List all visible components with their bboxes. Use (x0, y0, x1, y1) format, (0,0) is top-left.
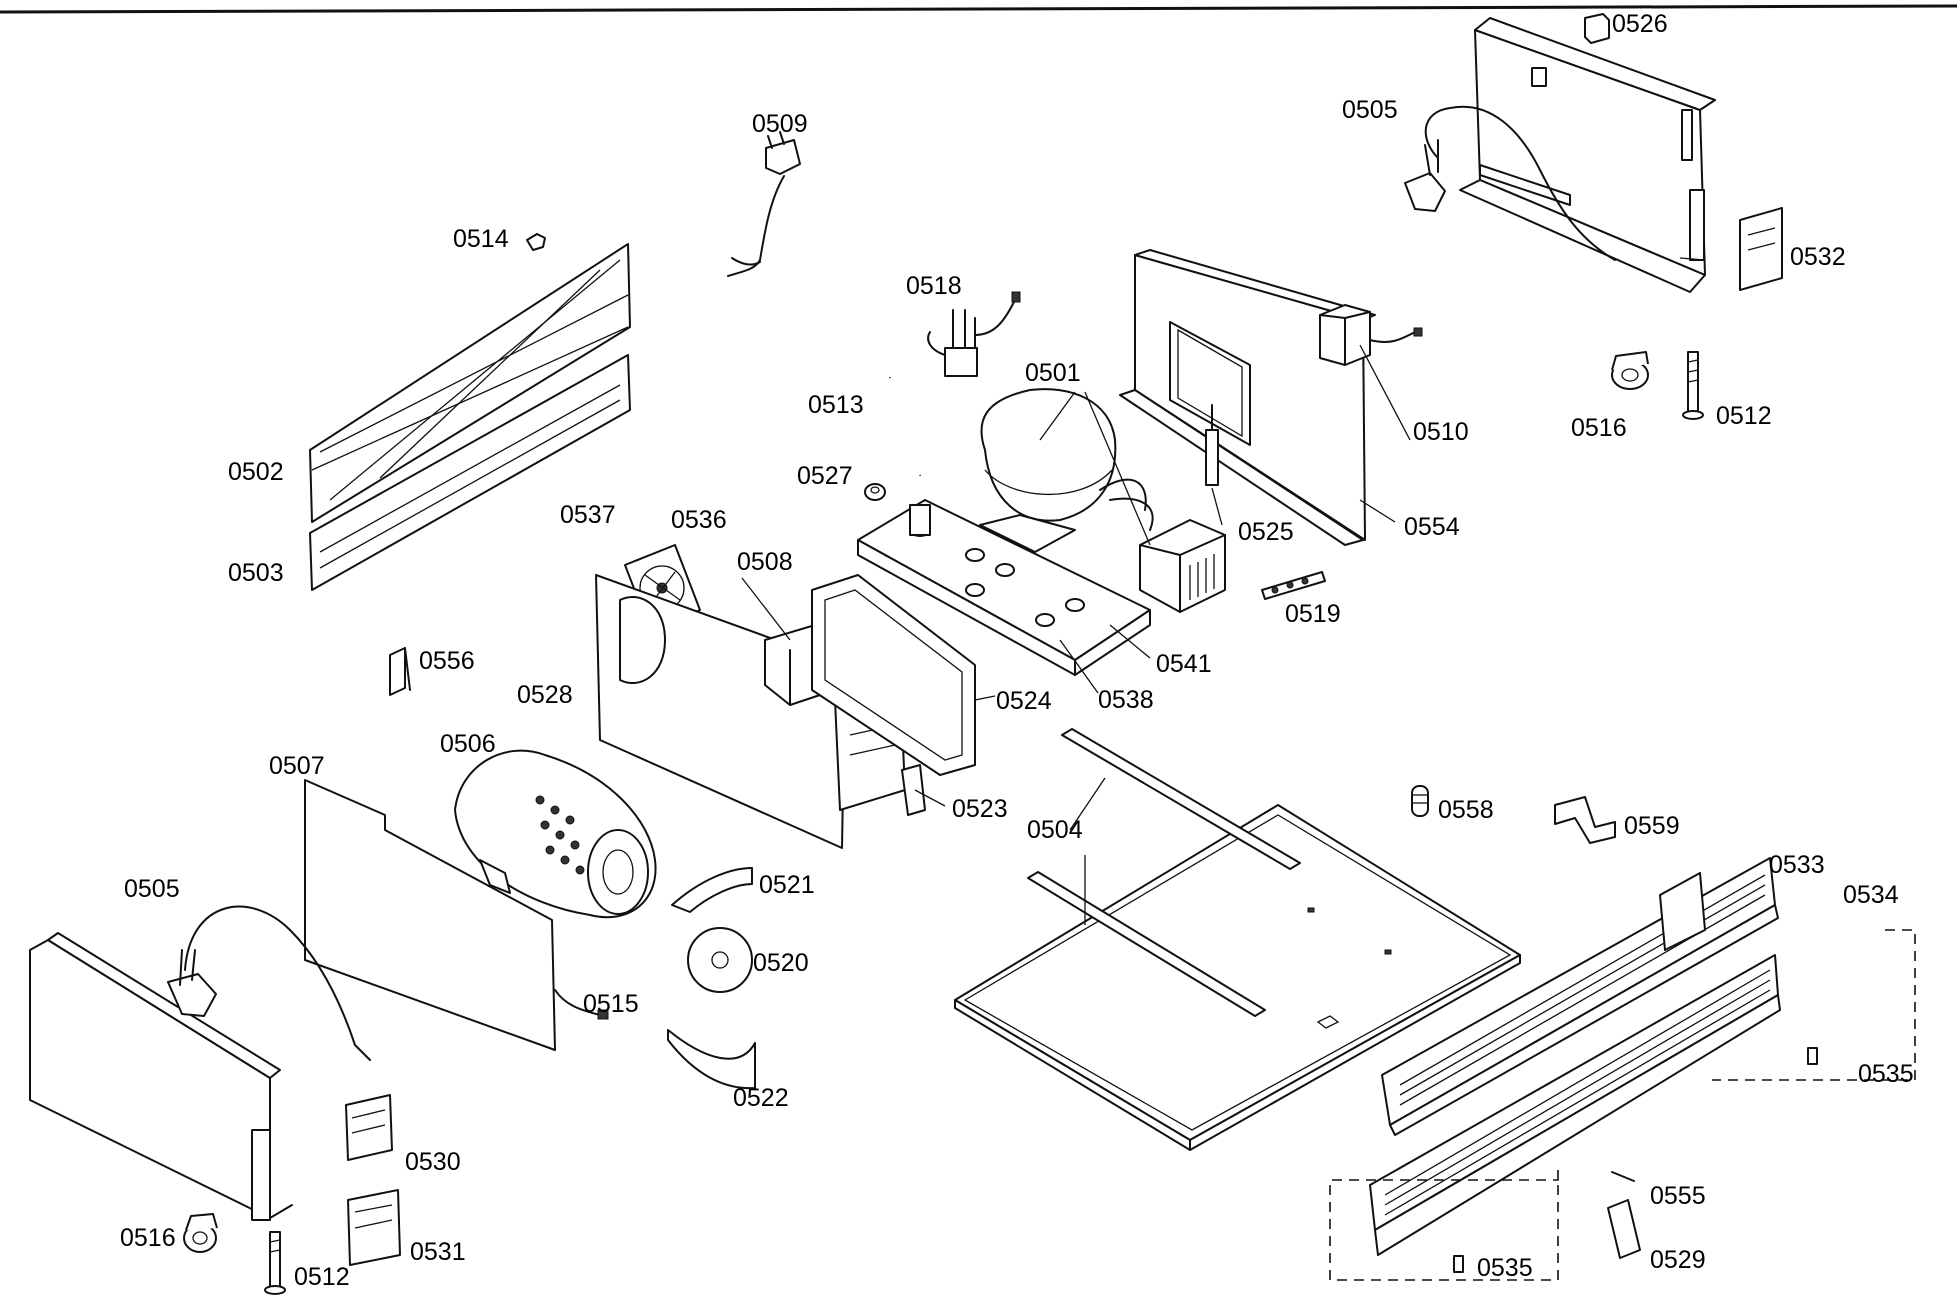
part-label-0522: 0522 (733, 1084, 789, 1112)
part-label-0554: 0554 (1404, 513, 1460, 541)
part-0522-shroud-bottom (667, 1029, 756, 1090)
part-label-0520: 0520 (753, 949, 809, 977)
top-border (0, 4, 1957, 14)
part-label-0529: 0529 (1650, 1246, 1706, 1274)
part-0504-base-tray (954, 728, 1521, 1151)
part-0515-wire (554, 989, 609, 1020)
part-label-0507: 0507 (269, 752, 325, 780)
part-0541-cover (1139, 519, 1226, 613)
part-label-0521: 0521 (759, 871, 815, 899)
part-0523-bracket (901, 764, 926, 816)
part-labels: 0526 0505 0509 0514 0532 0518 0501 0513 0510 0516… (120, 10, 1914, 1291)
part-0513-hose (886, 377, 924, 477)
part-label-0556: 0556 (419, 647, 475, 675)
part-label-0518: 0518 (906, 272, 962, 300)
part-0532-bracket (1739, 207, 1783, 291)
part-label-0512: 0512 (1716, 402, 1772, 430)
part-label-0558: 0558 (1438, 796, 1494, 824)
part-0516-caster-lower (183, 1213, 218, 1253)
part-0520-disc (687, 927, 753, 993)
part-label-0537: 0537 (560, 501, 616, 529)
part-0533-kickplate (1381, 857, 1779, 1136)
part-0509-power-cord (727, 131, 801, 277)
part-label-0536: 0536 (671, 506, 727, 534)
part-0505-power-cord-lower (167, 905, 371, 1061)
part-back-panel-upper (1459, 13, 1716, 293)
part-label-0503: 0503 (228, 559, 284, 587)
part-0501-compressor (979, 388, 1154, 553)
part-0510-transformer (1319, 304, 1423, 366)
part-0527-grommet (864, 483, 886, 501)
part-0512-bolt-upper (1682, 351, 1704, 420)
part-0514-clip (526, 233, 546, 251)
part-0524-frame (811, 574, 976, 776)
part-label-0514: 0514 (453, 225, 509, 253)
part-label-0515: 0515 (583, 990, 639, 1018)
part-label-0506: 0506 (440, 730, 496, 758)
part-0535-tab-right (1807, 1047, 1818, 1065)
part-0521-shroud-top (671, 867, 753, 913)
part-0555-pin (1611, 1171, 1635, 1182)
part-0534-grille (1329, 929, 1916, 1281)
part-label-0512: 0512 (294, 1263, 350, 1291)
part-label-0533: 0533 (1769, 851, 1825, 879)
part-label-0531: 0531 (410, 1238, 466, 1266)
part-label-0530: 0530 (405, 1148, 461, 1176)
part-0518-relay (927, 291, 1021, 377)
part-label-0505: 0505 (124, 875, 180, 903)
part-0507-side-panel (304, 779, 556, 1051)
part-label-0525: 0525 (1238, 518, 1294, 546)
part-label-0538: 0538 (1098, 686, 1154, 714)
part-label-0528: 0528 (517, 681, 573, 709)
part-label-0555: 0555 (1650, 1182, 1706, 1210)
part-label-0505: 0505 (1342, 96, 1398, 124)
part-0558-spring (1411, 785, 1429, 817)
part-label-0510: 0510 (1413, 418, 1469, 446)
part-0530-bracket (345, 1094, 393, 1161)
part-0529-block (1607, 1199, 1641, 1259)
part-label-0534: 0534 (1843, 881, 1899, 909)
part-label-0519: 0519 (1285, 600, 1341, 628)
part-0535-tab-bottom (1453, 1255, 1464, 1273)
part-label-0504: 0504 (1027, 816, 1083, 844)
part-label-0509: 0509 (752, 110, 808, 138)
part-side-panel-lower (29, 932, 293, 1221)
part-label-0541: 0541 (1156, 650, 1212, 678)
part-0554-bracket-panel (1119, 249, 1376, 546)
part-0516-caster-upper (1611, 351, 1649, 390)
part-label-0501: 0501 (1025, 359, 1081, 387)
part-0525-sensor (1205, 404, 1219, 486)
part-label-0516: 0516 (1571, 414, 1627, 442)
part-label-0535: 0535 (1858, 1060, 1914, 1088)
part-label-0502: 0502 (228, 458, 284, 486)
part-0506-blower (454, 749, 657, 919)
part-label-0526: 0526 (1612, 10, 1668, 38)
part-0556-bracket (389, 647, 411, 696)
part-0505-power-cord-upper (1404, 105, 1616, 261)
part-label-0532: 0532 (1790, 243, 1846, 271)
part-0502-front-panel (309, 243, 631, 523)
part-0512-bolt-lower (264, 1231, 286, 1295)
part-label-0524: 0524 (996, 687, 1052, 715)
part-0519-terminal-strip (1261, 571, 1326, 600)
part-label-0559: 0559 (1624, 812, 1680, 840)
part-0559-clip (1554, 796, 1616, 844)
part-label-0523: 0523 (952, 795, 1008, 823)
part-label-0516: 0516 (120, 1224, 176, 1252)
part-label-0527: 0527 (797, 462, 853, 490)
part-compressor-base (857, 499, 1151, 676)
part-label-0513: 0513 (808, 391, 864, 419)
leader-lines (741, 257, 1706, 925)
part-0503-lower-panel (309, 354, 631, 591)
part-0531-bracket (347, 1189, 401, 1266)
part-label-0535: 0535 (1477, 1254, 1533, 1282)
part-label-0508: 0508 (737, 548, 793, 576)
